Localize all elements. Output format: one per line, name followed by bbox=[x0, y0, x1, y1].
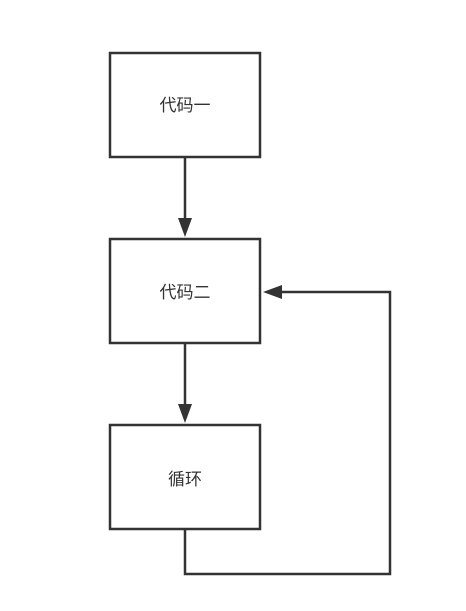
arrow-down-icon bbox=[178, 218, 192, 237]
node-code-two-label: 代码二 bbox=[160, 283, 211, 303]
edge-code-one-to-code-two bbox=[178, 157, 192, 237]
edge-code-two-to-loop bbox=[178, 343, 192, 423]
edge-loop-back-line bbox=[183, 290, 392, 576]
node-loop: 循环 bbox=[108, 423, 262, 531]
node-code-one-box bbox=[108, 51, 262, 159]
node-code-one: 代码一 bbox=[108, 51, 262, 159]
arrow-left-icon bbox=[263, 285, 282, 299]
node-loop-label: 循环 bbox=[168, 470, 202, 490]
node-loop-box bbox=[108, 423, 262, 531]
edge-loop-to-code-two bbox=[183, 285, 392, 576]
node-code-two: 代码二 bbox=[108, 237, 262, 345]
node-code-one-label: 代码一 bbox=[160, 96, 211, 116]
arrow-down-icon bbox=[178, 404, 192, 423]
node-code-two-box bbox=[108, 237, 262, 345]
